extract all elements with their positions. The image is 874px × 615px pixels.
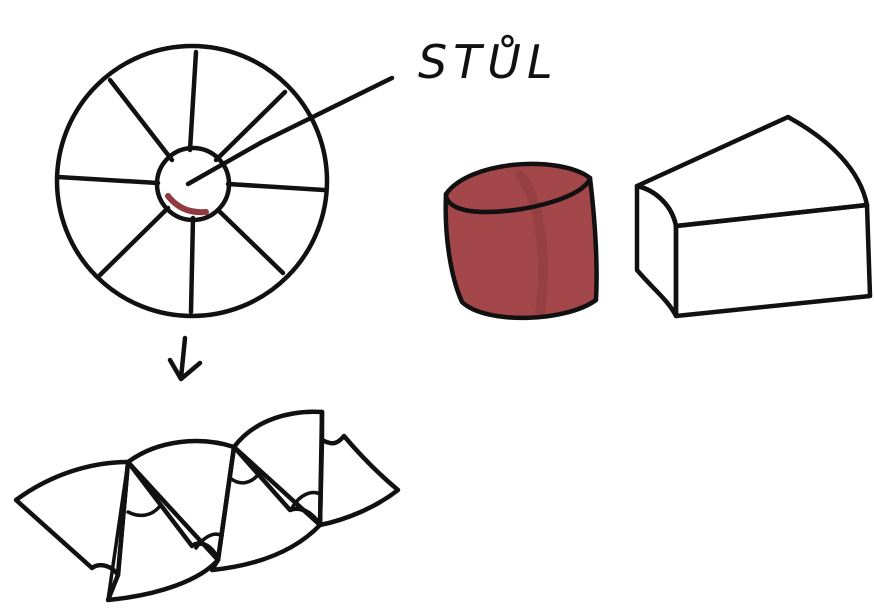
- wheel-spoke: [215, 207, 286, 276]
- segment-inner-arc: [290, 490, 322, 510]
- wedge-front-face: [673, 202, 873, 319]
- wheel-hub: [154, 145, 232, 223]
- unrolled-segment: [317, 433, 401, 528]
- wheel-spoke: [107, 77, 175, 163]
- cylinder-top-rim: [443, 161, 593, 215]
- wheel-spoke: [188, 215, 196, 315]
- segment-inner-arc: [228, 470, 262, 485]
- wheel-spoke: [97, 205, 171, 278]
- cylinder-shade: [515, 170, 549, 317]
- wheel-hub-shade: [165, 193, 209, 216]
- unrolled-segments: [13, 409, 401, 603]
- label-stul: STŮL: [418, 35, 559, 89]
- leader-line: [185, 75, 395, 187]
- cylinder-core: [443, 161, 599, 321]
- unrolled-segment: [125, 438, 237, 563]
- segment-edge: [106, 460, 130, 602]
- cylinder-body: [445, 163, 597, 318]
- wheel-top-view: [54, 43, 330, 319]
- unrolled-segment: [209, 444, 323, 573]
- wheel-spoke: [225, 181, 327, 193]
- unrolled-segment: [13, 459, 131, 578]
- wheel-spoke: [187, 49, 199, 153]
- wedge-side-face: [634, 183, 679, 319]
- segment-inner-arc: [126, 504, 162, 518]
- wheel-spoke: [55, 174, 161, 186]
- wheel-outer-rim: [54, 43, 330, 319]
- wheel-spoke: [213, 89, 288, 163]
- down-arrow-shaft: [178, 335, 188, 381]
- down-arrow: [167, 335, 203, 382]
- down-arrow-head: [167, 357, 203, 382]
- segment-inner-arc: [194, 532, 224, 550]
- cylinder-outline: [443, 175, 599, 321]
- unrolled-segment: [231, 409, 325, 528]
- wedge-segment: [634, 114, 873, 319]
